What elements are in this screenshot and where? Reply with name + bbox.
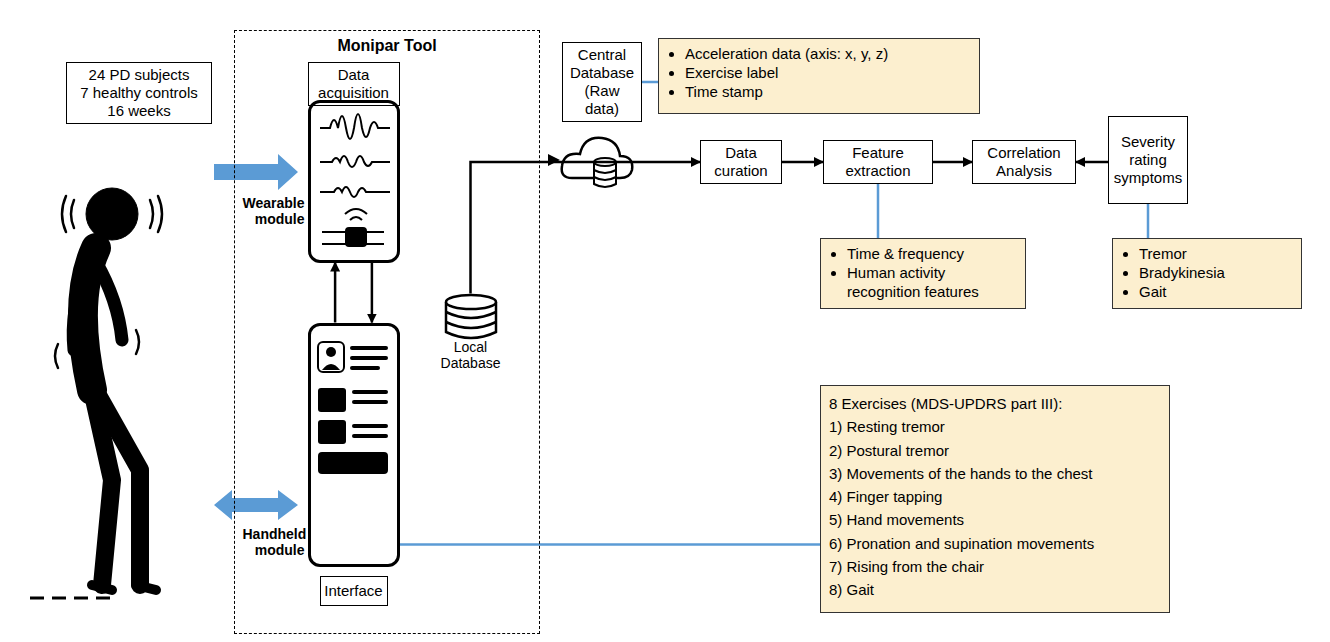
text-wrap: 8 Exercises (MDS-UPDRS part III):1) Rest… [829,392,1161,601]
exercise-box: 8 Exercises (MDS-UPDRS part III):1) Rest… [820,385,1170,613]
flow-arrow [1076,161,1108,164]
label-text: 5) Hand movements [829,508,1161,531]
label-text: Monipar Tool [235,37,539,55]
label-text: Time & frequency [847,245,1017,264]
bullet-list: TremorBradykinesiaGait [1121,245,1293,301]
text-wrap: TremorBradykinesiaGait [1121,245,1293,301]
text-wrap: Severity rating symptoms [1112,133,1184,187]
interface-box: Interface [320,576,388,606]
label-text: Local Database [434,339,508,371]
note-box: TremorBradykinesiaGait [1112,238,1302,309]
label-text: 6) Pronation and supination movements [829,532,1161,555]
bullet-list: Time & frequencyHuman activity recogniti… [829,245,1017,301]
cohort-box: 24 PD subjects7 healthy controls16 weeks [66,62,212,124]
label-text: Handheld module [243,526,305,560]
label-text: 7 healthy controls [80,84,198,102]
text-wrap: Data curation [704,144,778,180]
label-text: Central Database (Raw data) [566,46,638,118]
side-label: Handheld module [243,526,305,560]
label-text: 8) Gait [829,578,1161,601]
side-label: Wearable module [243,195,305,229]
text-wrap: Interface [324,582,382,600]
database-box: Central Database (Raw data) [562,42,642,122]
label-text: 7) Rising from the chair [829,555,1161,578]
label-text: Tremor [1139,245,1293,264]
tool-group: Monipar ToolData acquisitionWearable mod… [234,30,540,634]
label-text: Gait [1139,283,1293,302]
label-text: Data curation [704,144,778,180]
label-text: Severity rating symptoms [1112,133,1184,187]
flow-arrow [782,161,823,164]
handheld-device: Handheld module [308,323,400,567]
label-text: 3) Movements of the hands to the chest [829,462,1161,485]
text-wrap: Data acquisition [312,66,396,102]
double-arrow [214,490,298,520]
local-database: Local Database [440,292,502,372]
label-text: 24 PD subjects [80,66,198,84]
label-text: Bradykinesia [1139,264,1293,283]
process-box: Severity rating symptoms [1108,116,1188,204]
text-wrap: Acceleration data (axis: x, y, z)Exercis… [667,45,971,101]
label-text: Feature extraction [827,144,929,180]
label-text: Correlation Analysis [976,144,1072,180]
label-text: Human activity recognition features [847,264,1017,302]
label-text: 2) Postural tremor [829,439,1161,462]
process-box: Data acquisition [308,62,400,106]
person-figure [30,188,162,598]
text-wrap: 24 PD subjects7 healthy controls16 weeks [80,66,198,120]
process-box: Data curation [700,140,782,184]
label-text: Wearable module [243,195,305,229]
process-box: Correlation Analysis [972,140,1076,184]
text-wrap: Time & frequencyHuman activity recogniti… [829,245,1017,301]
block-arrow [214,154,298,190]
link-line [400,543,821,546]
flow-arrow [371,263,374,323]
label-text: Data acquisition [312,66,396,102]
label-text: Exercise label [685,64,971,83]
note-box: Time & frequencyHuman activity recogniti… [820,238,1026,309]
label-text: 16 weeks [80,102,198,120]
flow-arrow [933,161,972,164]
text-wrap: Correlation Analysis [976,144,1072,180]
label-text: Interface [324,582,382,600]
link-line [642,81,658,84]
flow-arrow [334,263,337,323]
text-wrap: Feature extraction [827,144,929,180]
label-text: Acceleration data (axis: x, y, z) [685,45,971,64]
label-text: Time stamp [685,83,971,102]
database-cylinder [446,295,496,338]
link-line [877,184,880,238]
wearable-device: Wearable module [308,100,400,263]
bullet-list: Acceleration data (axis: x, y, z)Exercis… [667,45,971,101]
flow-arrow [471,162,701,294]
label-text: 8 Exercises (MDS-UPDRS part III): [829,392,1161,415]
note-box: Acceleration data (axis: x, y, z)Exercis… [658,38,980,114]
process-box: Feature extraction [823,140,933,184]
label-text: 1) Resting tremor [829,415,1161,438]
label-text: 4) Finger tapping [829,485,1161,508]
link-line [1147,204,1150,238]
smartwatch-icon [322,209,384,246]
text-wrap: Central Database (Raw data) [566,46,638,118]
waveforms [320,114,390,197]
phone-screen [318,342,388,474]
